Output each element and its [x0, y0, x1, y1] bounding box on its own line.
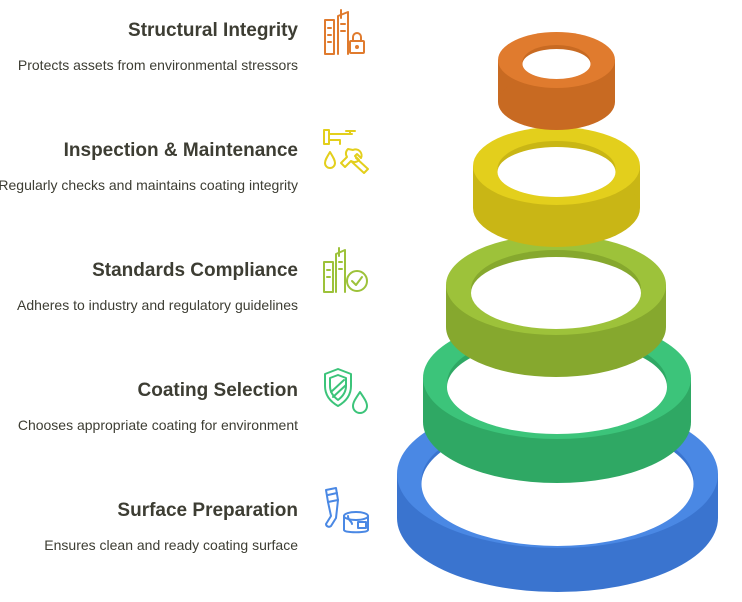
layer-title: Standards Compliance: [92, 260, 298, 281]
layer-description: Adheres to industry and regulatory guide…: [17, 297, 298, 313]
brush-paint-can-icon: [322, 486, 372, 536]
ring-inspection-maintenance: [473, 127, 640, 247]
layer-coating-selection: Coating Selection Chooses appropriate co…: [0, 380, 298, 435]
layer-title: Inspection & Maintenance: [63, 140, 298, 161]
ring-structural-integrity: [498, 32, 615, 130]
layer-description: Regularly checks and maintains coating i…: [0, 177, 298, 193]
layer-standards-compliance: Standards Compliance Adheres to industry…: [0, 260, 298, 315]
ring-standards-compliance: [446, 235, 666, 377]
layer-title: Surface Preparation: [117, 500, 298, 521]
layer-description: Chooses appropriate coating for environm…: [17, 417, 298, 433]
building-check-icon: [322, 246, 372, 296]
faucet-wrench-icon: [322, 126, 372, 176]
layer-description: Ensures clean and ready coating surface: [44, 537, 298, 553]
layer-title: Structural Integrity: [128, 20, 298, 41]
layer-title: Coating Selection: [137, 380, 298, 401]
layer-surface-preparation: Surface Preparation Ensures clean and re…: [0, 500, 298, 555]
layer-structural-integrity: Structural Integrity Protects assets fro…: [0, 20, 298, 75]
shield-drop-icon: [322, 366, 372, 416]
layer-inspection-maintenance: Inspection & Maintenance Regularly check…: [0, 140, 298, 195]
building-lock-icon: [322, 8, 372, 58]
layer-description: Protects assets from environmental stres…: [17, 57, 298, 73]
